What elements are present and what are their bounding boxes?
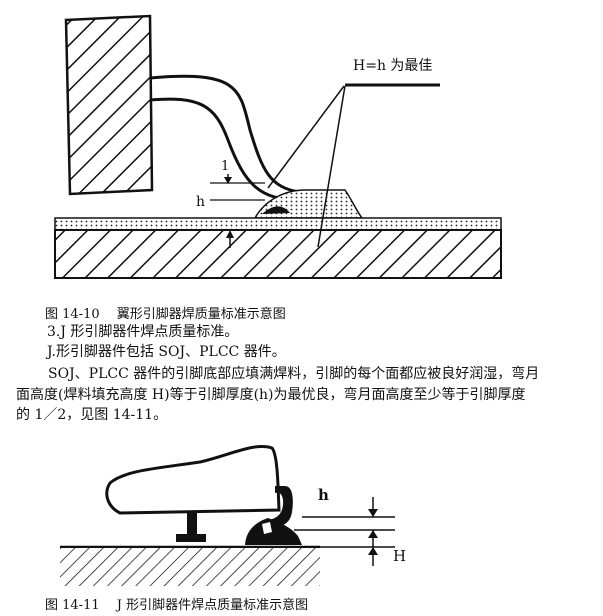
j-component-body — [105, 445, 281, 515]
figure-14-11-caption: 图 14-11 J 形引脚器件焊点质量标准示意图 — [45, 598, 309, 613]
label-h-small: h — [318, 486, 329, 504]
j-solder — [245, 518, 302, 545]
j-pcb-board — [60, 548, 320, 586]
label-h: h — [196, 194, 205, 210]
label-one: 1 — [221, 159, 229, 174]
paragraph-line-1: SOJ、PLCC 器件的引脚底部应填满焊料，引脚的每个面都应被良好润湿，弯月 — [48, 366, 540, 382]
paragraph-line-3: 的 1／2，见图 14-11。 — [16, 407, 168, 423]
section-heading: 3.J 形引脚器件焊点质量标准。 — [47, 324, 239, 340]
annotation-text: H=h 为最佳 — [353, 58, 432, 74]
j-lead — [265, 486, 293, 528]
figure-14-10-diagram: 1 h H=h 为最佳 — [54, 14, 502, 279]
text-line-1: J.形引脚器件包括 SOJ、PLCC 器件。 — [47, 344, 286, 360]
label-H-large: H — [393, 547, 406, 565]
figure-14-10-caption: 图 14-10 翼形引脚器焊质量标准示意图 — [45, 307, 286, 322]
pcb-board — [54, 229, 502, 279]
pcb-pad-layer — [54, 217, 502, 231]
support-foot — [187, 513, 197, 537]
gull-wing-lead — [149, 74, 346, 196]
paragraph-line-2: 面高度(焊料填充高度 H)等于引脚厚度(h)为最优良，弯月面高度至少等于引脚厚度 — [16, 387, 526, 403]
component-body — [64, 14, 154, 196]
figure-14-11-diagram: h H — [60, 445, 406, 586]
